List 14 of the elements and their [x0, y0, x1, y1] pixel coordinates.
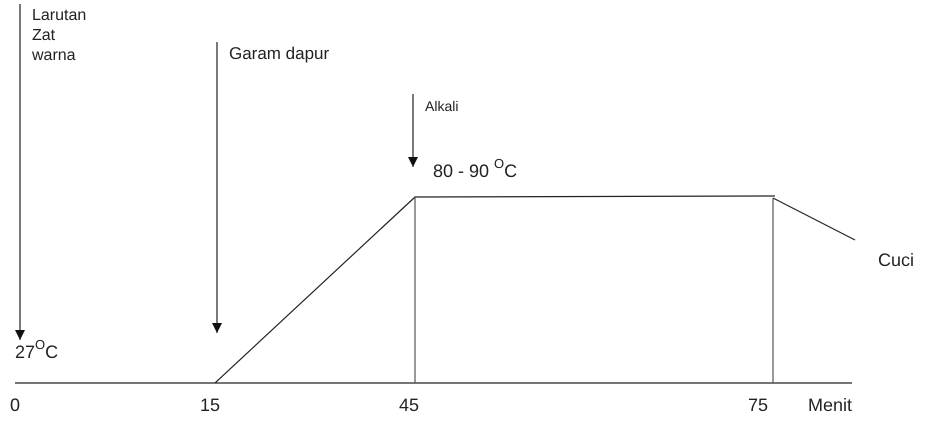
temperature-label: 27$^{O}$C — [15, 340, 85, 364]
step-label: Alkali — [413, 94, 493, 116]
tick-label: 75 — [748, 394, 768, 416]
axis-title: Menit — [808, 394, 852, 416]
tick-label: 15 — [200, 394, 220, 416]
arrow — [212, 42, 222, 333]
step-label: Cuci — [878, 249, 914, 271]
step-label: Garam dapur — [217, 42, 367, 64]
arrow — [408, 94, 418, 167]
tick-label: 45 — [399, 394, 420, 416]
step-label: Larutan Zat warna — [20, 4, 100, 66]
arrow — [15, 4, 25, 340]
tick-label: 0 — [10, 394, 20, 416]
temperature-label: 80 - 90 $^{O}$C — [433, 160, 518, 183]
